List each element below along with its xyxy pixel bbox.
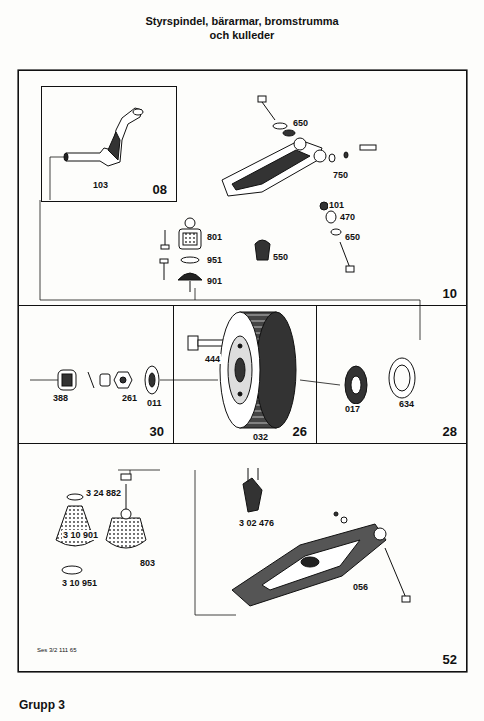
callout-number: 801 [206, 232, 223, 242]
print-code: Ses 3/2 111 65 [36, 647, 77, 654]
callout-number: 3 02 476 [238, 518, 275, 528]
callout-number: 011 [146, 398, 163, 408]
group-number: 30 [149, 424, 165, 439]
group-number: 52 [442, 652, 458, 667]
page-title: Styrspindel, bärarmar, bromstrumma och k… [142, 14, 342, 42]
callout-number: 803 [139, 558, 156, 568]
callout-number: 634 [398, 399, 415, 409]
group-panel: 30 [18, 305, 174, 444]
callout-number: 550 [272, 252, 289, 262]
callout-number: 650 [344, 232, 361, 242]
group-heading: Grupp 3 [18, 698, 66, 712]
group-number: 26 [292, 424, 308, 439]
callout-number: 750 [332, 170, 349, 180]
group-number: 28 [442, 424, 458, 439]
callout-number: 101 [328, 200, 345, 210]
group-panel: 26 [173, 305, 317, 444]
callout-number: 261 [121, 393, 138, 403]
callout-number: 901 [206, 276, 223, 286]
callout-number: 444 [204, 354, 221, 364]
group-panel: 10 08 [18, 70, 467, 306]
callout-number: 650 [292, 118, 309, 128]
frame [18, 70, 467, 672]
group-panel: 52 [18, 443, 467, 672]
callout-number: 3 10 901 [62, 530, 99, 540]
group-number: 08 [152, 182, 168, 197]
callout-number: 056 [352, 582, 369, 592]
callout-number: 3 10 951 [61, 578, 98, 588]
callout-number: 017 [344, 404, 361, 414]
group-panel: 28 [316, 305, 467, 444]
callout-number: 388 [52, 393, 69, 403]
callout-number: 951 [206, 255, 223, 265]
callout-number: 032 [252, 432, 269, 442]
group-number: 10 [442, 286, 458, 301]
callout-number: 470 [339, 212, 356, 222]
callout-number: 3 24 882 [85, 488, 122, 498]
callout-number: 103 [92, 180, 109, 190]
